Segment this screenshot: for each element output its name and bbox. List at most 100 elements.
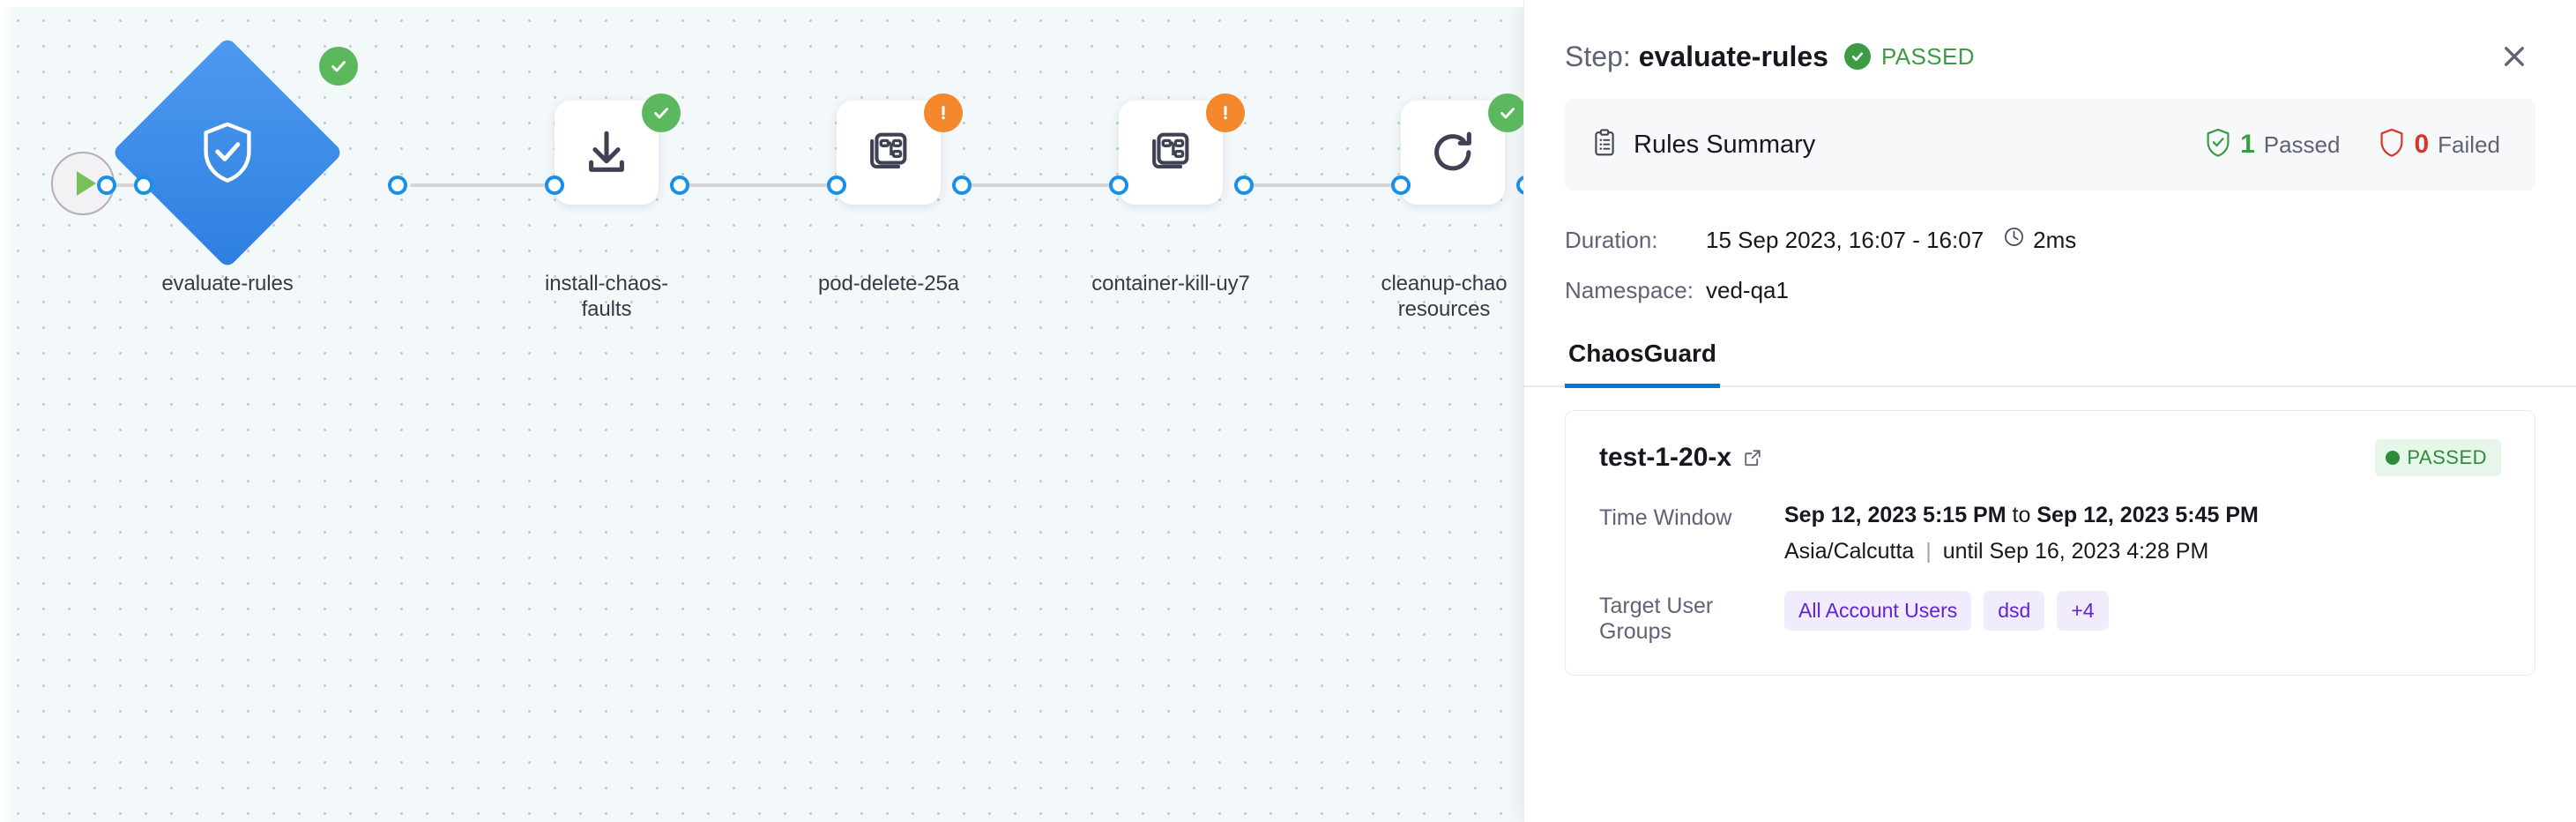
rules-summary-card: Rules Summary 1 Passed <box>1565 99 2535 191</box>
rules-passed-label: Passed <box>2263 131 2341 158</box>
duration-value-wrap: 15 Sep 2023, 16:07 - 16:07 2ms <box>1706 226 2076 254</box>
download-icon <box>589 131 624 172</box>
node-label-container-kill-uy7: container-kill-uy7 <box>1091 272 1250 295</box>
edge-install-to-poddelete <box>670 183 838 187</box>
check-circle-icon <box>654 108 668 119</box>
time-window-values: Sep 12, 2023 5:15 PM to Sep 12, 2023 5:4… <box>1784 503 2259 564</box>
exclamation-circle-icon <box>1224 106 1227 120</box>
port-install-in[interactable] <box>545 176 564 195</box>
check-circle-icon <box>1843 43 1871 70</box>
clock-icon <box>2003 226 2025 254</box>
node-label-pod-delete-25a: pod-delete-25a <box>817 272 960 295</box>
edge-evaluate-to-install <box>410 183 555 187</box>
pipeline-canvas[interactable]: evaluate-rules install-chaos-faults <box>0 0 1523 822</box>
node-container-kill-uy7[interactable] <box>1119 101 1223 205</box>
node-cleanup-chaos-resources[interactable] <box>1401 101 1505 205</box>
chip-more-count[interactable]: +4 <box>2057 591 2109 631</box>
port-containerkill-out[interactable] <box>1234 176 1254 195</box>
test-status-badge: PASSED <box>2375 439 2501 476</box>
time-window-end: Sep 12, 2023 5:45 PM <box>2036 503 2259 527</box>
node-evaluate-rules[interactable] <box>111 36 344 269</box>
shield-check-icon <box>2205 128 2231 162</box>
duration-elapsed-wrap: 2ms <box>2003 226 2076 254</box>
chaos-experiment-icon <box>1152 132 1189 169</box>
clipboard-icon <box>1591 128 1618 161</box>
step-details-panel: Step: evaluate-rules PASSED <box>1523 0 2576 822</box>
duration-value: 15 Sep 2023, 16:07 - 16:07 <box>1706 226 1984 253</box>
target-user-groups-row: Target User Groups All Account Users dsd… <box>1599 591 2501 645</box>
time-window-start: Sep 12, 2023 5:15 PM <box>1784 503 2006 527</box>
namespace-label: Namespace: <box>1565 277 1694 303</box>
port-poddelete-out[interactable] <box>952 176 972 195</box>
namespace-value: ved-qa1 <box>1706 277 1789 303</box>
external-link-icon[interactable] <box>1742 447 1763 468</box>
check-circle-icon <box>331 61 346 72</box>
chaosguard-test-card: test-1-20-x PASSED Time Window <box>1565 410 2535 676</box>
duration-elapsed: 2ms <box>2033 226 2077 253</box>
port-start-out[interactable] <box>97 176 116 195</box>
node-install-chaos-faults[interactable] <box>555 101 659 205</box>
check-circle-icon <box>1500 108 1515 119</box>
port-evaluate-out[interactable] <box>388 176 407 195</box>
panel-tabs: ChaosGuard <box>1524 327 2576 388</box>
edge-containerkill-to-cleanup <box>1234 183 1402 187</box>
close-icon[interactable] <box>2495 37 2534 76</box>
tab-chaosguard[interactable]: ChaosGuard <box>1565 327 1721 388</box>
port-poddelete-in[interactable] <box>827 176 846 195</box>
subline-separator: | <box>1925 539 1932 564</box>
time-window-row: Time Window Sep 12, 2023 5:15 PM to Sep … <box>1599 503 2501 564</box>
port-evaluate-in[interactable] <box>134 176 153 195</box>
test-card-header: test-1-20-x PASSED <box>1599 439 2501 476</box>
panel-header: Step: evaluate-rules PASSED <box>1524 0 2576 86</box>
chip-dsd[interactable]: dsd <box>1984 591 2045 631</box>
duration-row: Duration: 15 Sep 2023, 16:07 - 16:07 2ms <box>1565 226 2535 254</box>
port-cleanup-out[interactable] <box>1516 176 1523 195</box>
time-window-subline: Asia/Calcutta | until Sep 16, 2023 4:28 … <box>1784 539 2259 564</box>
shield-outline-icon <box>2379 128 2405 162</box>
rules-failed-label: Failed <box>2438 131 2500 158</box>
rules-summary-left: Rules Summary <box>1591 128 1816 161</box>
target-user-groups-chips: All Account Users dsd +4 <box>1784 591 2109 631</box>
rules-passed-count: 1 <box>2240 130 2255 159</box>
status-badge-install-chaos-faults <box>642 93 681 132</box>
canvas-left-fade <box>0 0 18 822</box>
rules-failed-count: 0 <box>2414 130 2430 159</box>
target-user-groups-label: Target User Groups <box>1599 594 1714 644</box>
status-badge-evaluate-rules <box>319 47 358 86</box>
panel-status-text: PASSED <box>1880 42 1975 70</box>
rules-summary-title: Rules Summary <box>1634 130 1816 159</box>
chaos-experiment-icon <box>870 132 907 169</box>
chip-all-account-users[interactable]: All Account Users <box>1784 591 1972 631</box>
refresh-icon <box>1434 131 1471 171</box>
exclamation-circle-icon <box>942 106 945 120</box>
port-cleanup-in[interactable] <box>1391 176 1411 195</box>
duration-label: Duration: <box>1565 226 1658 253</box>
node-pod-delete-25a[interactable] <box>837 101 941 205</box>
port-install-out[interactable] <box>670 176 689 195</box>
test-name: test-1-20-x <box>1599 443 1732 472</box>
status-badge-container-kill-uy7 <box>1206 93 1245 132</box>
port-containerkill-in[interactable] <box>1109 176 1128 195</box>
panel-step-prefix: Step: <box>1565 40 1631 72</box>
time-window-line: Sep 12, 2023 5:15 PM to Sep 12, 2023 5:4… <box>1784 503 2259 527</box>
edge-poddelete-to-containerkill <box>952 183 1120 187</box>
namespace-row: Namespace: ved-qa1 <box>1565 277 2535 304</box>
step-meta-block: Duration: 15 Sep 2023, 16:07 - 16:07 2ms <box>1524 191 2576 304</box>
test-status-text: PASSED <box>2407 446 2487 468</box>
until-text: until Sep 16, 2023 4:28 PM <box>1942 539 2209 564</box>
rules-summary-stats: 1 Passed 0 Failed <box>2205 128 2500 162</box>
node-label-install-chaos-faults: install-chaos-faults <box>545 272 668 322</box>
canvas-top-fade <box>0 0 1523 7</box>
time-window-join: to <box>2012 503 2031 527</box>
node-label-evaluate-rules: evaluate-rules <box>161 272 294 295</box>
status-badge-pod-delete-25a <box>924 93 963 132</box>
time-window-label: Time Window <box>1599 505 1732 530</box>
play-icon <box>76 171 96 196</box>
status-dot-icon <box>2386 451 2401 465</box>
status-badge-cleanup-chaos-resources <box>1488 93 1523 132</box>
rules-failed-stat: 0 Failed <box>2379 128 2500 162</box>
panel-step-name: evaluate-rules <box>1638 40 1828 72</box>
timezone-value: Asia/Calcutta <box>1784 539 1915 564</box>
